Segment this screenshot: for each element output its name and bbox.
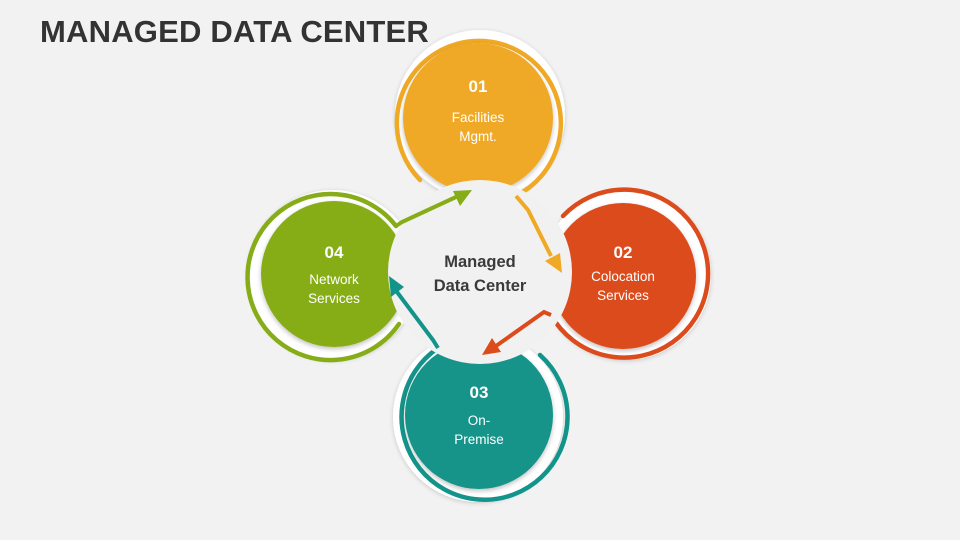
node-04-number: 04 (325, 243, 344, 262)
node-02-label-line1: Colocation (591, 269, 655, 284)
node-01-facilities: 01 Facilities Mgmt. (394, 30, 565, 200)
node-04-label-line1: Network (309, 272, 359, 287)
node-04-network: 04 Network Services (245, 190, 418, 363)
node-02-label-line2: Services (597, 288, 649, 303)
arrow-02-to-03 (482, 309, 552, 355)
page-title: MANAGED DATA CENTER (40, 14, 429, 49)
node-02-circle (550, 203, 696, 349)
node-03-on-premise: 03 On- Premise (393, 332, 570, 502)
node-01-label-line2: Mgmt. (459, 129, 497, 144)
node-01-circle (403, 43, 553, 193)
node-02-colocation: 02 Colocation Services (541, 187, 711, 360)
node-02-ring-stroke (548, 187, 711, 360)
center-label-line1: Managed (444, 253, 516, 271)
node-04-ring-stroke (245, 191, 402, 363)
node-01-number: 01 (469, 77, 488, 96)
node-03-ring-stroke (399, 345, 570, 502)
node-03-circle (405, 341, 553, 489)
node-03-label-line2: Premise (454, 432, 504, 447)
node-03-number: 03 (470, 383, 489, 402)
arrow-03-to-04 (389, 276, 440, 350)
center-label-line2: Data Center (434, 277, 527, 295)
node-03-label-line1: On- (468, 413, 491, 428)
center-circle (388, 180, 572, 364)
node-04-label-line2: Services (308, 291, 360, 306)
node-01-ring-stroke (394, 38, 564, 199)
arrow-04-to-01 (394, 190, 472, 228)
node-02-number: 02 (614, 243, 633, 262)
node-01-label-line1: Facilities (452, 110, 505, 125)
arrow-01-to-02 (514, 194, 562, 273)
node-04-circle (261, 201, 407, 347)
